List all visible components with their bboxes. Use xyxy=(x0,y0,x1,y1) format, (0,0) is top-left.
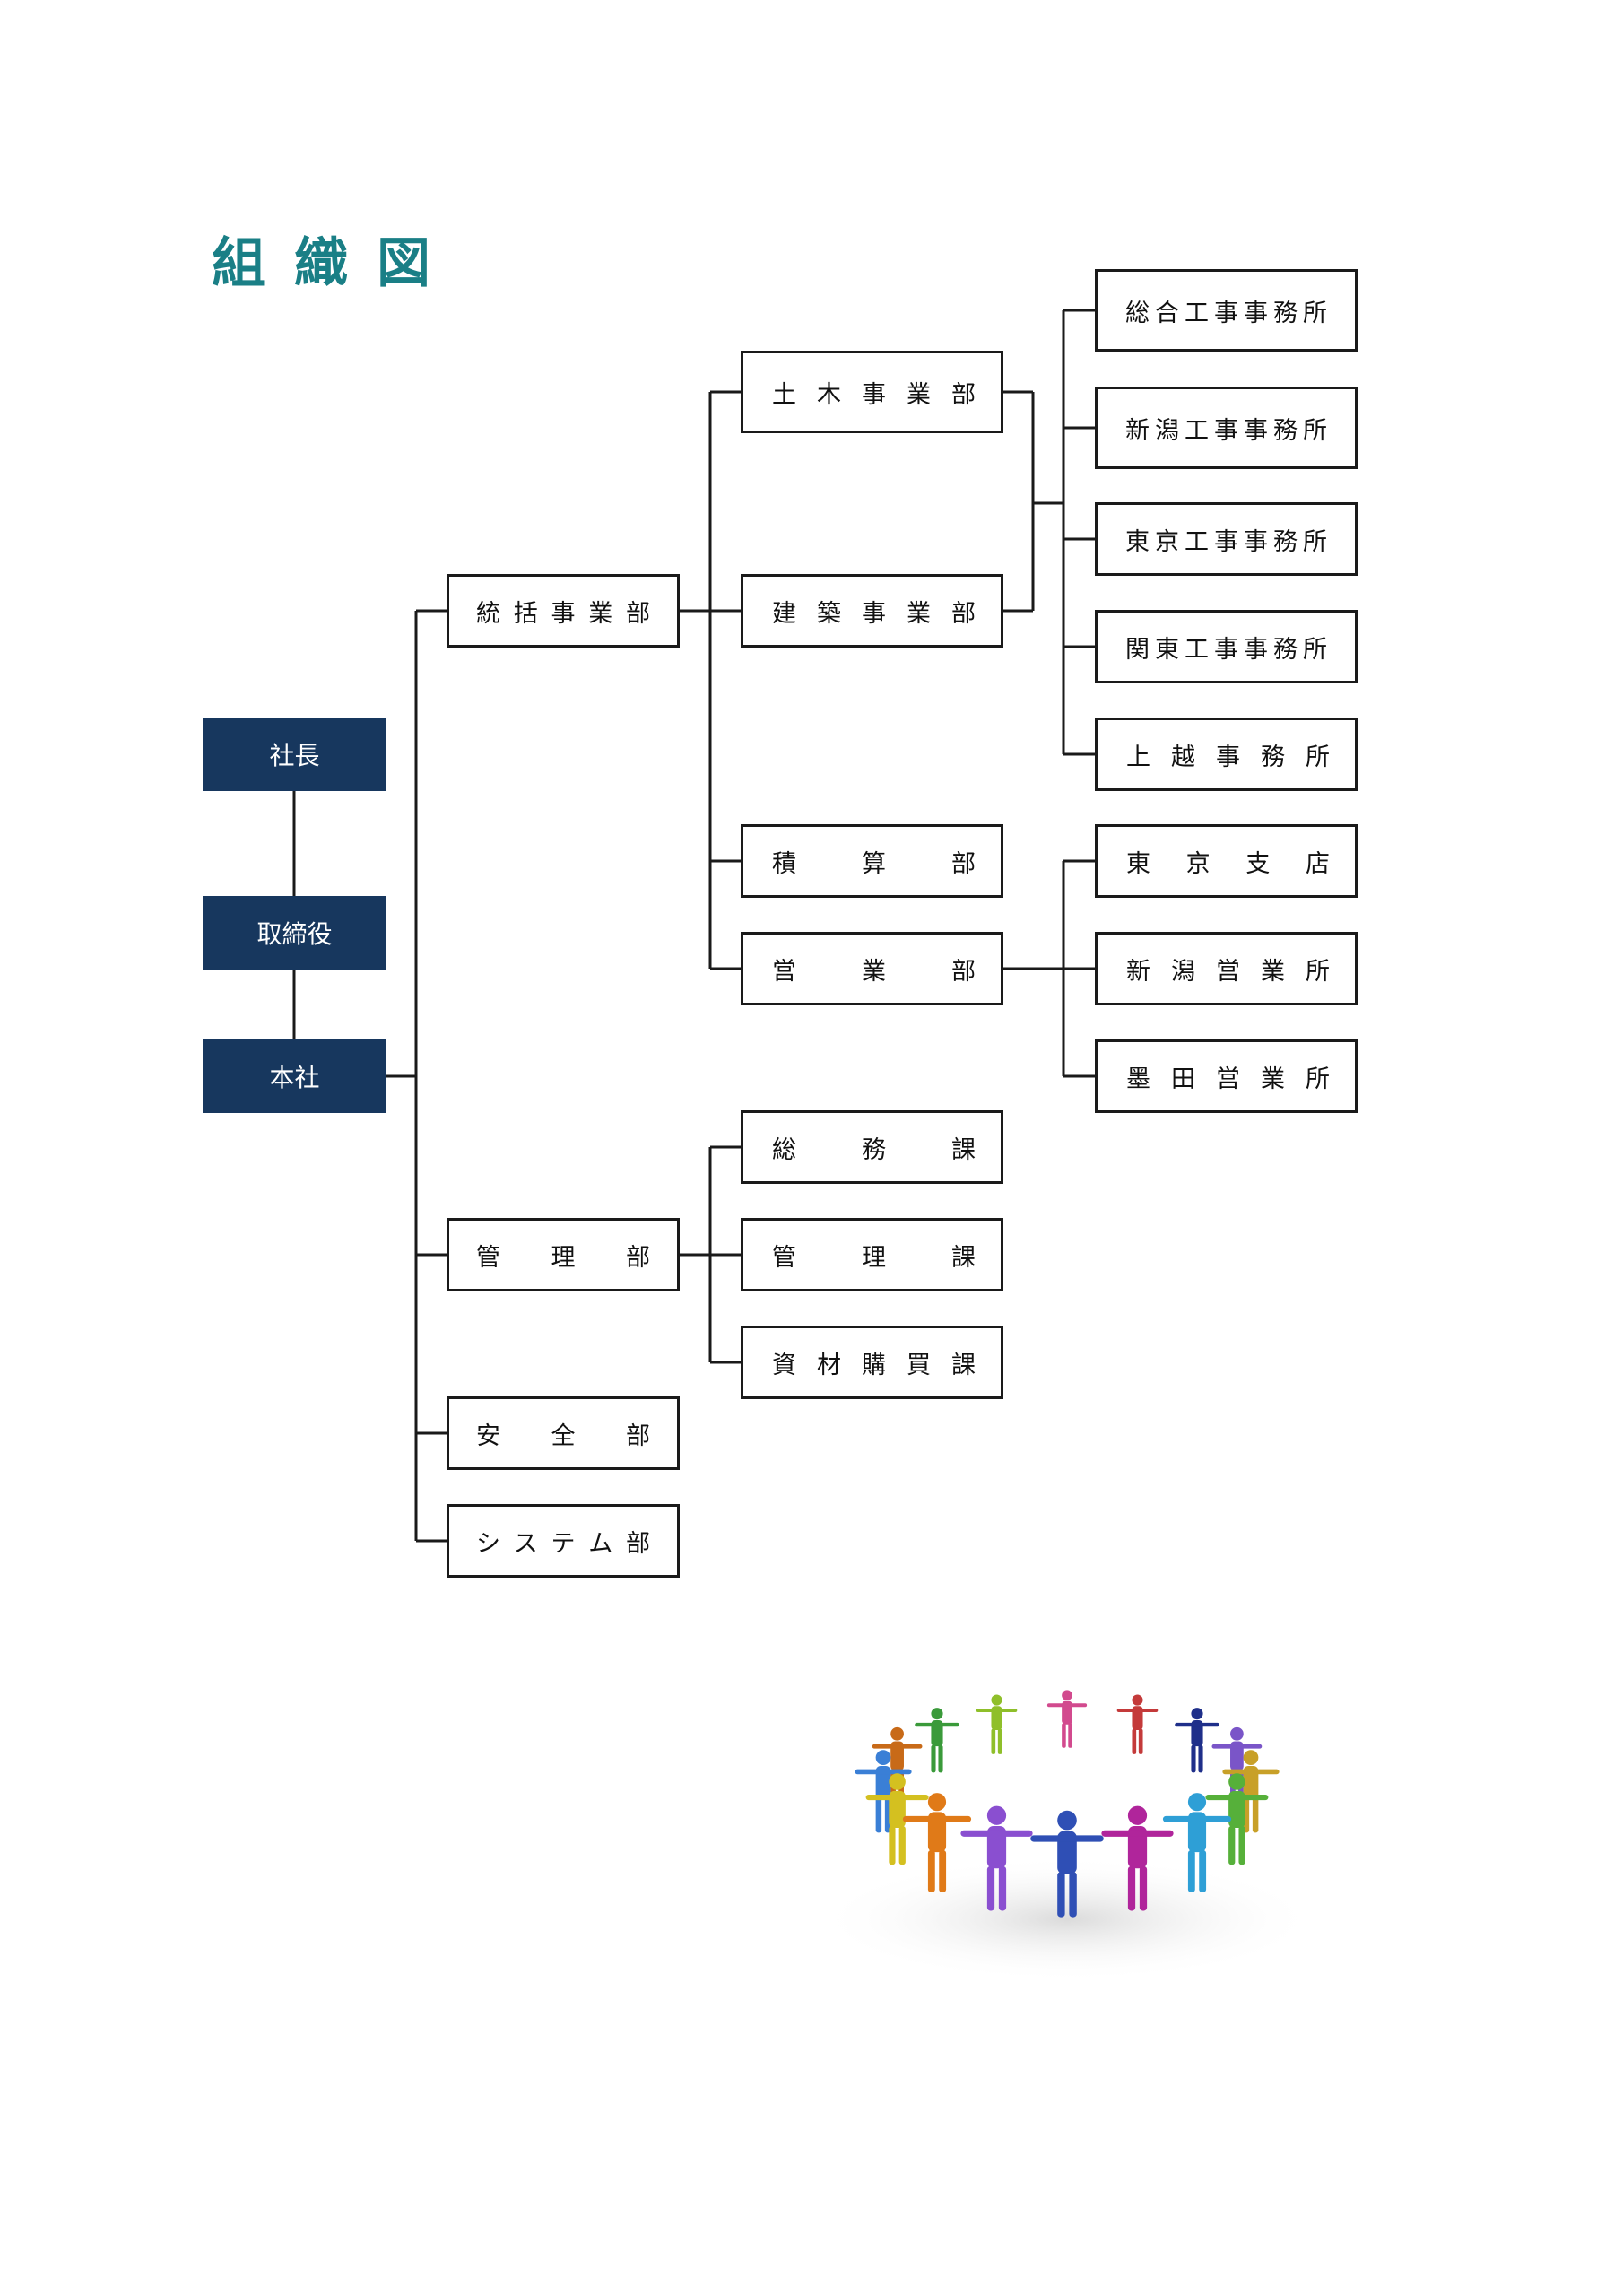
person-figure xyxy=(1030,1810,1104,1918)
person-figure xyxy=(1101,1805,1174,1911)
person-figure xyxy=(1175,1708,1219,1773)
section-administration: 管理課 xyxy=(741,1218,1003,1292)
division-sales: 営業部 xyxy=(741,932,1003,1005)
person-figure xyxy=(1046,1690,1088,1748)
dept-safety: 安全部 xyxy=(447,1396,680,1470)
section-general-affairs: 総務課 xyxy=(741,1110,1003,1184)
person-figure xyxy=(865,1773,929,1866)
director-label: 取締役 xyxy=(256,919,333,949)
office-joetsu: 上越事務所 xyxy=(1095,718,1358,791)
headquarters-label: 本社 xyxy=(269,1063,320,1092)
dept-management: 管理部 xyxy=(447,1218,680,1292)
person-figure xyxy=(1116,1694,1159,1754)
people-circle-illustration xyxy=(816,1690,1318,1982)
person-figure xyxy=(960,1805,1033,1911)
division-estimation: 積算部 xyxy=(741,824,1003,898)
page-title: 組織図 xyxy=(212,232,459,295)
person-figure xyxy=(1205,1773,1269,1866)
office-tokyo-construction: 東京工事事務所 xyxy=(1095,502,1358,576)
president-label: 社長 xyxy=(269,741,320,770)
office-niigata-sales: 新潟営業所 xyxy=(1095,932,1358,1005)
section-purchasing: 資材購買課 xyxy=(741,1326,1003,1399)
office-kanto-construction: 関東工事事務所 xyxy=(1095,610,1358,683)
dept-general-business: 統括事業部 xyxy=(447,574,680,648)
division-civil-engineering: 土木事業部 xyxy=(741,351,1003,433)
office-tokyo-branch: 東京支店 xyxy=(1095,824,1358,898)
headquarters-box: 本社 xyxy=(203,1039,386,1113)
person-figure xyxy=(976,1694,1018,1754)
office-niigata-construction: 新潟工事事務所 xyxy=(1095,387,1358,469)
person-figure xyxy=(915,1708,959,1773)
president-box: 社長 xyxy=(203,718,386,791)
office-sogo-construction: 総合工事事務所 xyxy=(1095,269,1358,352)
dept-system: システム部 xyxy=(447,1504,680,1578)
division-architecture: 建築事業部 xyxy=(741,574,1003,648)
office-sumida-sales: 墨田営業所 xyxy=(1095,1039,1358,1113)
person-figure xyxy=(1162,1793,1232,1892)
director-box: 取締役 xyxy=(203,896,386,970)
person-figure xyxy=(902,1793,972,1892)
